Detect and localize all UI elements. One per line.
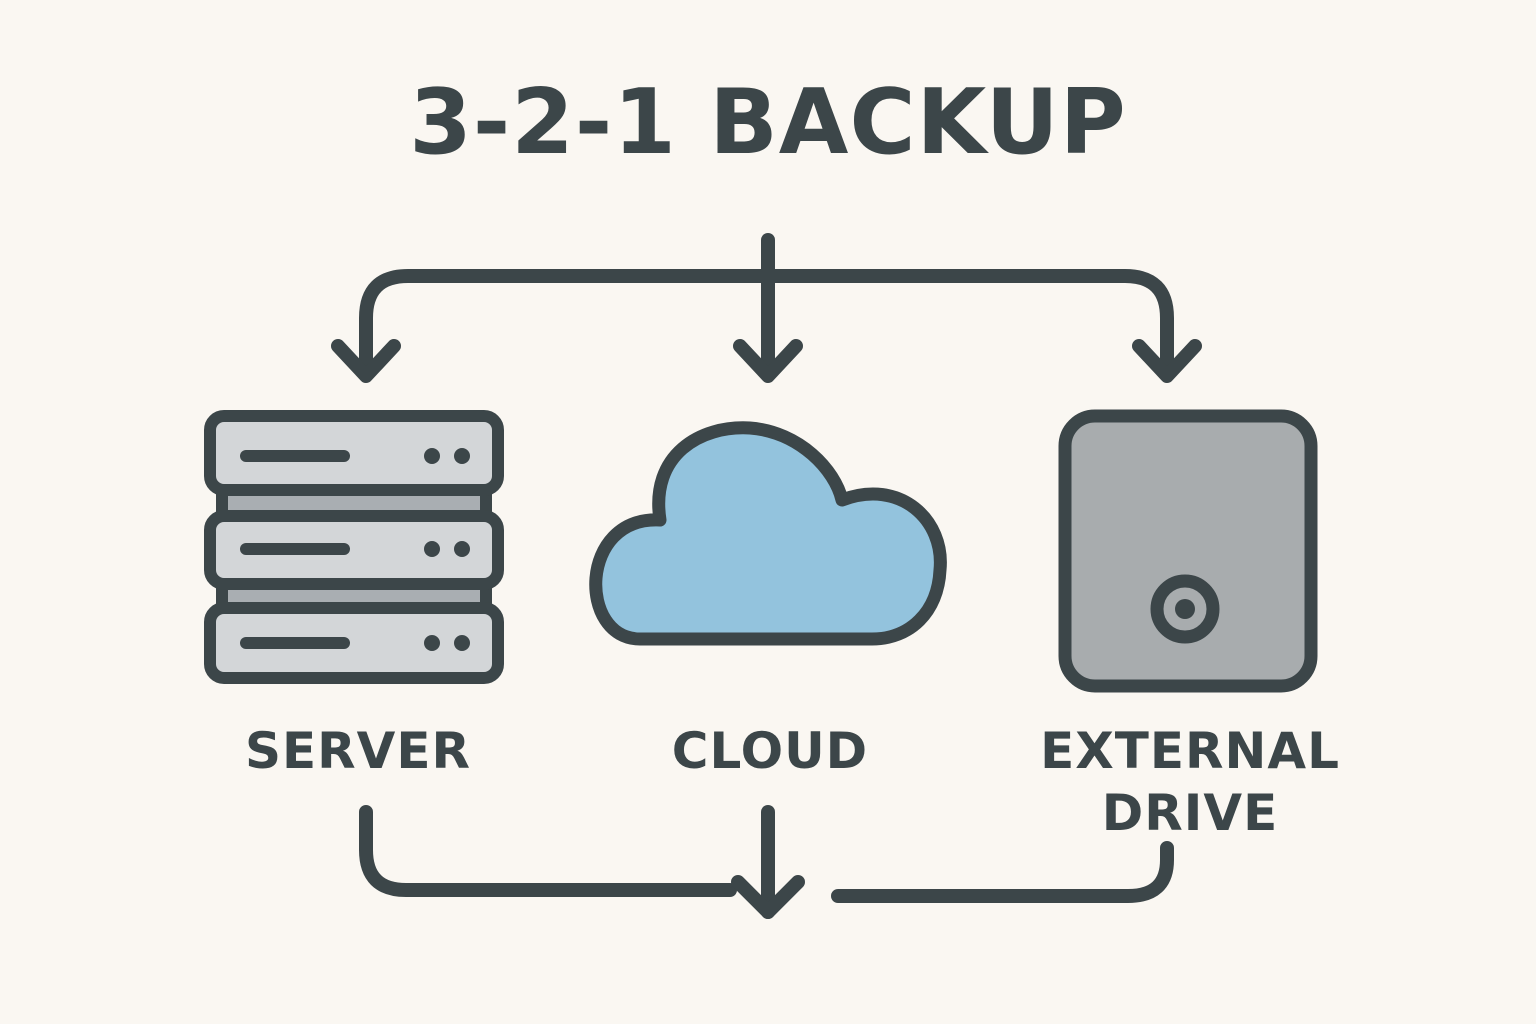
bottom-connectors [359,805,1174,919]
external-drive-icon [1058,409,1318,693]
right-merge-line [831,841,1174,903]
external-drive-label-line1: EXTERNAL [1040,722,1340,780]
external-drive-label-line2: DRIVE [1101,784,1279,842]
external-drive-label: EXTERNAL DRIVE [1000,720,1380,844]
server-label: SERVER [244,722,472,780]
server-unit-2 [204,510,504,590]
arrowhead-server [331,339,401,383]
arrowhead-bottom [731,875,805,919]
arrowhead-cloud [733,339,803,383]
left-merge-line [359,805,737,897]
server-lights [424,448,470,651]
drive-dial-center [1175,599,1195,619]
arrowhead-drive [1132,339,1202,383]
server-slots [240,450,350,649]
top-connectors [331,233,1202,383]
cloud-icon [589,421,947,646]
server-unit-3 [204,602,504,684]
server-unit-1 [204,410,504,496]
branch-line [359,269,1174,379]
server-stack-icon [204,410,504,684]
drive-dial-ring [1150,574,1220,644]
diagram-title: 3-2-1 BACKUP [409,70,1127,175]
cloud-label: CLOUD [671,722,869,780]
